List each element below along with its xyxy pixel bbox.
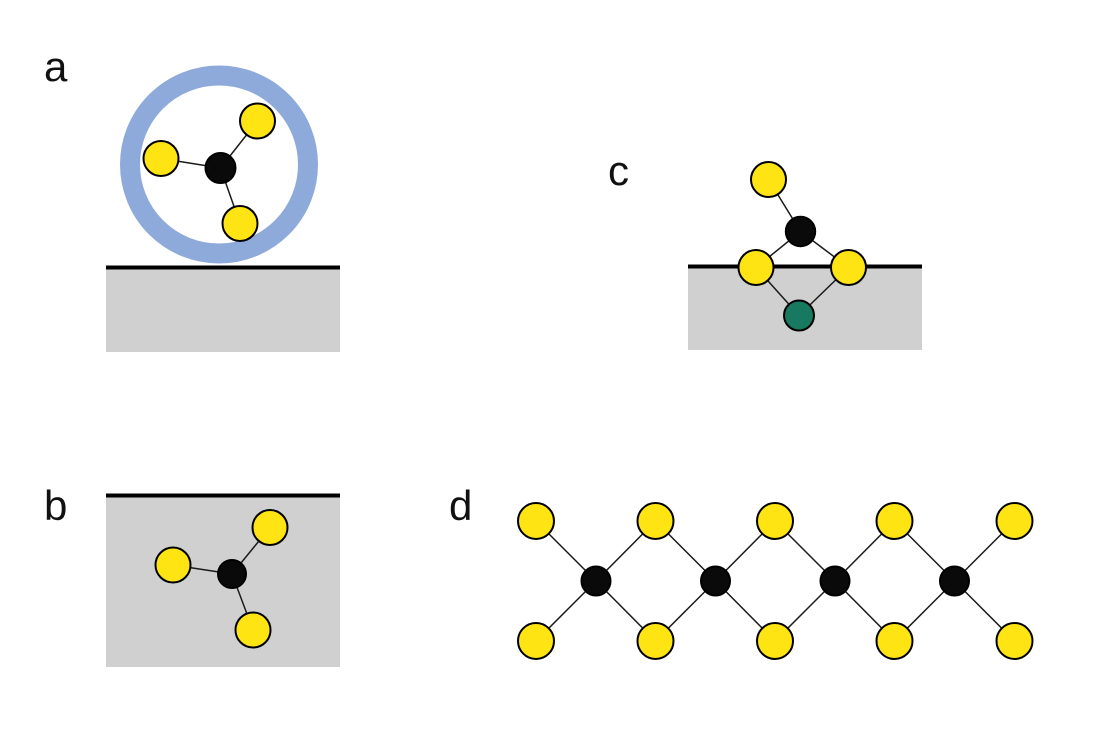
metal-atom — [700, 565, 731, 597]
panel-a-solvation-ring — [120, 65, 318, 264]
metal-atom — [819, 565, 851, 597]
sulfur-atom — [517, 502, 555, 540]
sulfur-atom — [995, 622, 1034, 660]
panel-c-label: c — [608, 147, 629, 194]
metal-atom — [204, 152, 237, 184]
sulfur-atom — [737, 249, 775, 286]
panel-a — [106, 65, 340, 352]
panel-d-label: d — [449, 482, 473, 529]
sulfur-atom — [830, 249, 867, 286]
panel-b — [106, 493, 340, 667]
sulfur-atom — [875, 622, 914, 660]
metal-atom — [217, 559, 247, 589]
panel-c — [688, 161, 922, 350]
sulfur-atom — [517, 622, 555, 660]
sulfur-atom — [221, 205, 259, 242]
sulfur-atom — [234, 611, 272, 649]
sulfur-atom — [995, 502, 1034, 540]
sulfur-atom — [251, 509, 289, 546]
panel-b-label: b — [44, 482, 68, 529]
panel-d — [517, 502, 1034, 660]
sulfur-atom — [756, 622, 794, 660]
sulfur-atom — [756, 502, 794, 540]
sulfur-atom — [750, 161, 787, 198]
panel-a-substrate — [106, 267, 340, 352]
sulfur-atom — [875, 502, 914, 540]
sulfur-atom — [154, 546, 192, 584]
metal-atom — [939, 565, 970, 597]
sulfur-atom — [239, 102, 276, 140]
sulfur-atom — [636, 622, 675, 660]
panel-a-label: a — [44, 43, 68, 90]
dopant-atom — [783, 299, 815, 332]
sulfur-atom — [142, 140, 180, 177]
sulfur-atom — [636, 502, 675, 540]
metal-atom — [784, 215, 817, 248]
metal-atom — [580, 565, 612, 597]
